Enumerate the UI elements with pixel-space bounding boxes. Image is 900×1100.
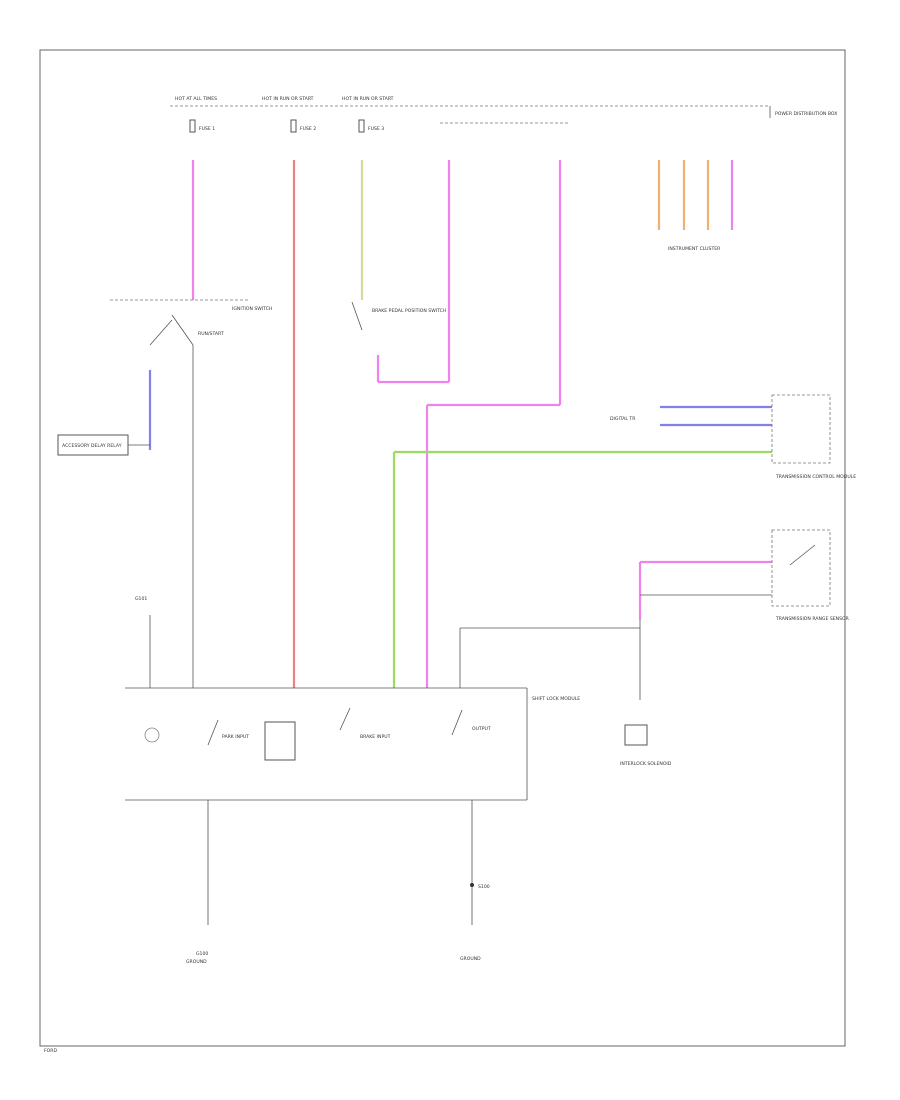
- park-input-label: PARK INPUT: [222, 734, 249, 740]
- trs-connector: [771, 529, 831, 607]
- ignition-switch-contact-1: [149, 319, 173, 346]
- fuse-2: [290, 119, 297, 133]
- output-label: OUTPUT: [472, 726, 491, 732]
- module-switch-1: [207, 719, 219, 746]
- g101-label: G101: [135, 596, 147, 602]
- hot-at-all-times-label: HOT AT ALL TIMES: [175, 96, 217, 102]
- brake-pedal-switch-label: BRAKE PEDAL POSITION SWITCH: [372, 308, 446, 314]
- hot-in-run-start-label-2: HOT IN RUN OR START: [342, 96, 394, 102]
- ignition-switch-label: IGNITION SWITCH: [232, 306, 272, 312]
- ground-1-label: GROUND: [186, 959, 207, 965]
- shift-lock-module-label: SHIFT LOCK MODULE: [532, 696, 580, 702]
- module-relay-coil: [264, 721, 296, 761]
- ignition-switch-contact-2: [171, 314, 194, 346]
- run-start-label: RUN/START: [198, 331, 224, 337]
- park-switch-label: TRANSMISSION RANGE SENSOR: [775, 616, 850, 622]
- tcm-connector: [771, 394, 831, 464]
- tcm-label: TRANSMISSION CONTROL MODULE: [775, 474, 856, 480]
- digital-tr-label: DIGITAL TR: [610, 416, 636, 422]
- module-icon: [144, 727, 160, 743]
- hot-in-run-start-label: HOT IN RUN OR START: [262, 96, 314, 102]
- fuse-3: [358, 119, 365, 133]
- fuse-1: [189, 119, 196, 133]
- splice-s100: [470, 883, 474, 887]
- ground-2-label: GROUND: [460, 956, 481, 962]
- brake-input-label: BRAKE INPUT: [360, 734, 391, 740]
- module-switch-2: [339, 707, 351, 731]
- fuse-1-label: FUSE 1: [199, 126, 215, 132]
- accessory-delay-label: ACCESSORY DELAY RELAY: [62, 443, 122, 449]
- g100-label: G100: [196, 951, 208, 957]
- brake-pedal-switch-contact: [351, 301, 363, 331]
- s100-label: S100: [478, 884, 490, 890]
- diagram-frame: [39, 49, 846, 1047]
- instrument-cluster-label: INSTRUMENT CLUSTER: [668, 246, 721, 252]
- power-distribution-label: POWER DISTRIBUTION BOX: [775, 111, 837, 117]
- fuse-3-label: FUSE 3: [368, 126, 384, 132]
- module-switch-3: [451, 709, 463, 736]
- fuse-2-label: FUSE 2: [300, 126, 316, 132]
- interlock-solenoid: [624, 724, 648, 746]
- park-switch-contact: [789, 544, 816, 566]
- footer-label: FORD: [44, 1048, 57, 1054]
- interlock-solenoid-label: INTERLOCK SOLENOID: [620, 761, 672, 767]
